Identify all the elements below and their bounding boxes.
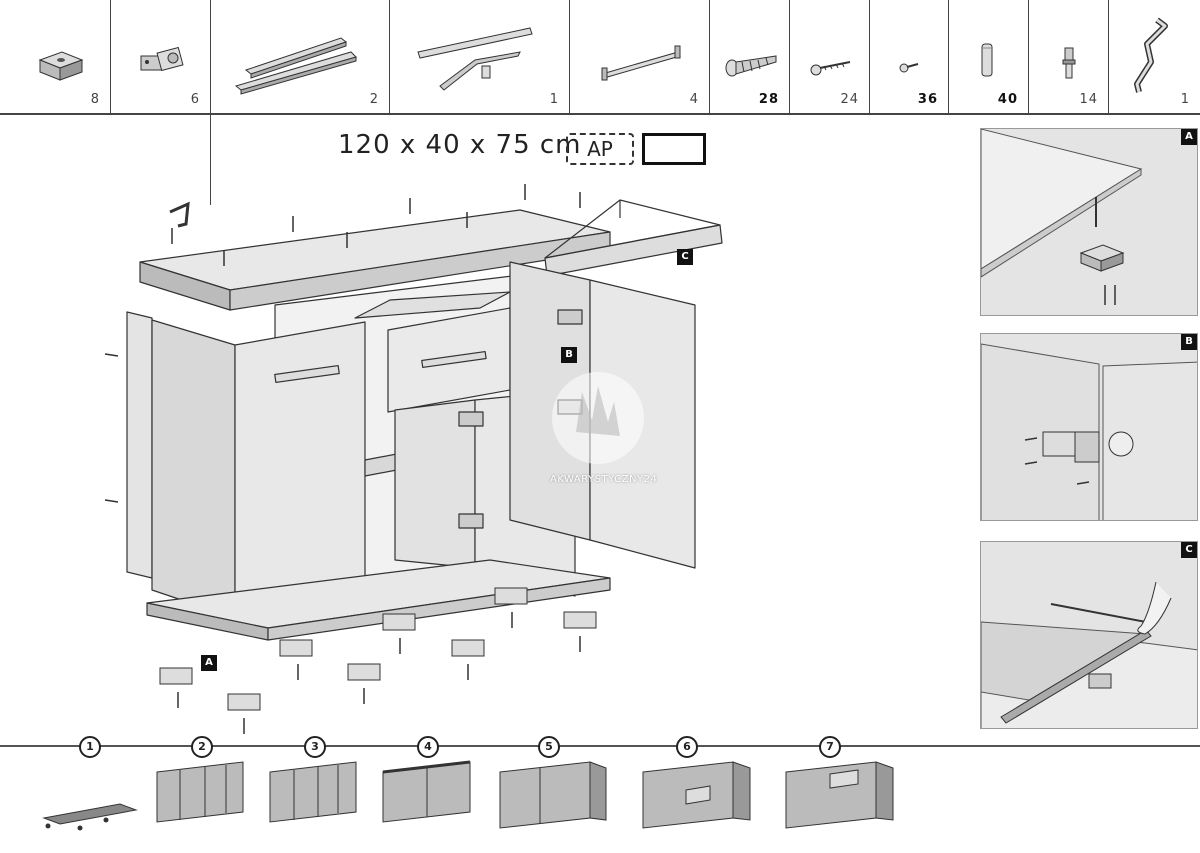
wood-screw-icon [810,61,851,76]
part-small-screw: 36 [870,0,949,113]
empty-box [642,133,706,165]
part-qty: 4 [689,92,699,107]
part-qty: 28 [758,92,779,107]
detail-c-drawing [981,581,1197,728]
leg [159,667,193,685]
leg [227,693,261,711]
detail-b-drawing [981,343,1197,520]
detail-panel-a: A [980,128,1198,316]
watermark-text: AKWARYSTYCZNY24 [550,474,658,485]
part-qty: 1 [549,92,559,107]
part-large-screw: 28 [710,0,790,113]
leg [347,663,381,681]
leg-block-icon [38,51,84,81]
step-number: 3 [304,736,326,758]
part-qty: 36 [917,92,938,107]
step-number: 7 [819,736,841,758]
part-qty: 14 [1079,92,1098,107]
part-dowel: 40 [949,0,1029,113]
part-wood-screw: 24 [790,0,870,113]
hex-key-in-diagram [169,201,190,228]
step-number: 4 [417,736,439,758]
part-hinge: 6 [111,0,211,113]
left-side-panel [126,311,153,579]
callout-c-tag: C [677,249,693,265]
detail-c-tag: C [1181,542,1197,558]
ap-label: AP [566,133,634,165]
step-number: 1 [79,736,101,758]
detail-b-tag: B [1181,334,1197,350]
handle-icon [601,45,681,81]
callout-a-tag: A [201,655,217,671]
step-5-drawing [499,761,607,829]
fish-watermark-icon [552,372,644,464]
step-number: 2 [191,736,213,758]
dowel-icon [981,43,993,77]
leg [563,611,597,629]
part-hex-key: 1 [1109,0,1200,113]
step-number: 5 [538,736,560,758]
steps-divider [0,745,1200,747]
left-door-edge [151,319,236,619]
cam-pin-icon [1062,47,1076,79]
part-qty: 8 [90,92,100,107]
part-cam-pin: 14 [1029,0,1109,113]
detail-panel-b: B [980,333,1198,521]
left-door-handle [274,364,340,384]
part-qty: 40 [997,92,1018,107]
large-screw-icon [725,55,777,77]
step-number: 6 [676,736,698,758]
step-6-drawing [642,761,751,829]
left-door [234,321,366,619]
part-qty: 1 [1180,92,1190,107]
callout-b-tag: B [561,347,577,363]
step-4-drawing [382,760,471,823]
step-2-drawing [156,761,244,823]
part-leg-block: 8 [0,0,111,113]
hex-key-icon [1134,17,1168,93]
step-1-drawing [42,803,138,831]
part-drawer-rail: 2 [211,0,390,113]
detail-a-tag: A [1181,129,1197,145]
part-back-bracket: 1 [390,0,570,113]
step-7-drawing [785,761,894,829]
hinge-icon [140,46,184,72]
step-3-drawing [269,761,357,823]
part-qty: 6 [190,92,200,107]
small-screw-icon [899,63,919,73]
drawer-rail-icon [234,37,357,95]
detail-panel-c: C [980,541,1198,729]
leg [279,639,313,657]
part-qty: 24 [840,92,859,107]
parts-list: 8 6 2 1 4 [0,0,1200,115]
drawer-handle [421,350,487,369]
assembly-steps [42,760,894,831]
exploded-cabinet-diagram [104,184,723,734]
leg [451,639,485,657]
legs [159,587,597,711]
leg [494,587,528,605]
dimensions-label: 120 x 40 x 75 cm [338,130,582,160]
leg [382,613,416,631]
detail-a-drawing [981,129,1143,305]
back-bracket-icon [417,27,533,91]
divider-line [210,113,211,205]
part-handle: 4 [570,0,710,113]
part-qty: 2 [369,92,379,107]
